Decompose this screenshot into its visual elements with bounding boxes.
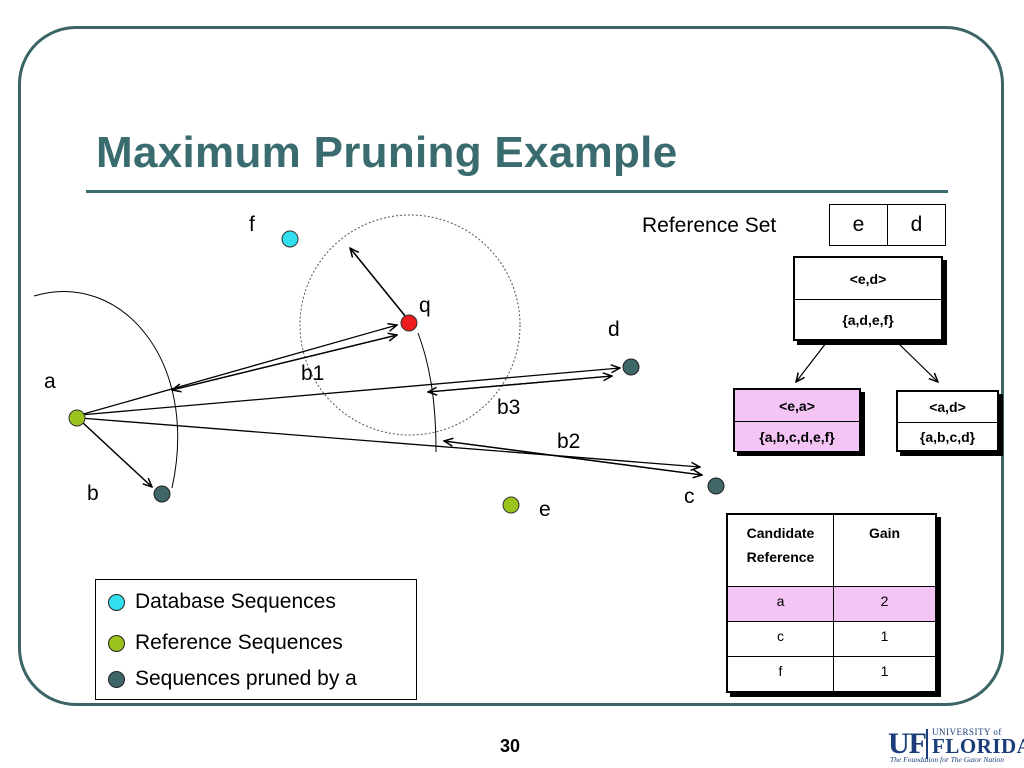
tree-node-left: <e,a> {a,b,c,d,e,f} bbox=[733, 388, 861, 452]
radius-arrow bbox=[350, 248, 411, 323]
tree-node-set: {a,d,e,f} bbox=[795, 299, 941, 340]
label-c: c bbox=[684, 485, 695, 508]
tree-node-root: <e,d> {a,d,e,f} bbox=[793, 256, 943, 341]
b1-line bbox=[171, 335, 397, 391]
label-b2: b2 bbox=[557, 430, 581, 453]
database-dot-icon bbox=[108, 593, 125, 611]
tree-node-key: <e,a> bbox=[735, 390, 859, 421]
a-to-q-line bbox=[79, 325, 397, 416]
gain-table-header: Gain bbox=[833, 513, 937, 587]
b2-line-back bbox=[444, 441, 703, 476]
tree-edge-left bbox=[796, 342, 827, 382]
reference-set-cell: e bbox=[852, 213, 865, 236]
label-f: f bbox=[249, 213, 255, 236]
table-row: a 2 bbox=[726, 586, 937, 622]
point-a bbox=[68, 409, 86, 427]
gain-table-header: Candidate Reference bbox=[726, 513, 834, 587]
logo-tagline: The Foundation for The Gator Nation bbox=[890, 755, 1004, 764]
table-row: f 1 bbox=[726, 656, 937, 692]
slide-title: Maximum Pruning Example bbox=[96, 128, 678, 177]
logo-mark: UF bbox=[888, 727, 927, 760]
tree-node-set: {a,b,c,d,e,f} bbox=[735, 421, 859, 451]
reference-set-label: Reference Set bbox=[642, 214, 777, 237]
reference-set-box: e d bbox=[829, 204, 946, 246]
query-range-circle bbox=[299, 214, 521, 436]
logo-state: FLORIDA bbox=[932, 734, 1024, 758]
reference-set-cell: d bbox=[887, 205, 945, 245]
point-q bbox=[400, 314, 418, 332]
table-row: c 1 bbox=[726, 621, 937, 657]
a-to-d-line bbox=[79, 368, 620, 416]
gain-cell: 2 bbox=[833, 586, 937, 622]
b3-line-back bbox=[428, 375, 613, 392]
legend-item: Sequences pruned by a bbox=[108, 667, 357, 691]
a-to-b-line bbox=[81, 421, 152, 487]
point-d bbox=[622, 358, 640, 376]
legend-item: Database Sequences bbox=[108, 590, 336, 614]
tree-edge-right bbox=[897, 342, 938, 382]
title-rule bbox=[86, 190, 948, 193]
label-e: e bbox=[539, 498, 551, 521]
a-to-c-line bbox=[79, 417, 700, 467]
legend-label: Reference Sequences bbox=[135, 631, 343, 654]
tree-node-set: {a,b,c,d} bbox=[898, 422, 997, 451]
point-c bbox=[707, 477, 725, 495]
point-e bbox=[502, 496, 520, 514]
candidate-cell: f bbox=[726, 656, 834, 692]
point-b bbox=[153, 485, 171, 503]
label-d: d bbox=[608, 318, 620, 341]
page-number: 30 bbox=[500, 736, 521, 756]
gain-cell: 1 bbox=[833, 621, 937, 657]
point-f bbox=[281, 230, 299, 248]
label-b: b bbox=[87, 482, 99, 505]
pruning-arc-a bbox=[33, 291, 179, 489]
logo-university: UNIVERSITY of bbox=[932, 727, 1002, 737]
reference-dot-icon bbox=[108, 634, 125, 652]
logo-divider bbox=[926, 729, 928, 759]
uf-logo: UF UNIVERSITY of FLORIDA The Foundation … bbox=[888, 727, 1024, 765]
legend-item: Reference Sequences bbox=[108, 631, 343, 655]
pruned-dot-icon bbox=[108, 670, 125, 688]
gain-table: Candidate Reference Gain a 2 c 1 f 1 bbox=[726, 513, 937, 693]
candidate-cell: c bbox=[726, 621, 834, 657]
gain-cell: 1 bbox=[833, 656, 937, 692]
label-b3: b3 bbox=[497, 396, 521, 419]
legend: Database Sequences Reference Sequences S… bbox=[95, 579, 417, 700]
tree-node-right: <a,d> {a,b,c,d} bbox=[896, 390, 999, 452]
tree-node-key: <e,d> bbox=[849, 270, 887, 287]
legend-label: Database Sequences bbox=[135, 590, 336, 613]
label-b1: b1 bbox=[301, 362, 325, 385]
candidate-cell: a bbox=[726, 586, 834, 622]
legend-label: Sequences pruned by a bbox=[135, 667, 357, 690]
label-q: q bbox=[419, 294, 431, 317]
slide-frame bbox=[18, 26, 1004, 706]
label-a: a bbox=[44, 370, 56, 393]
tree-node-key: <a,d> bbox=[929, 399, 966, 415]
